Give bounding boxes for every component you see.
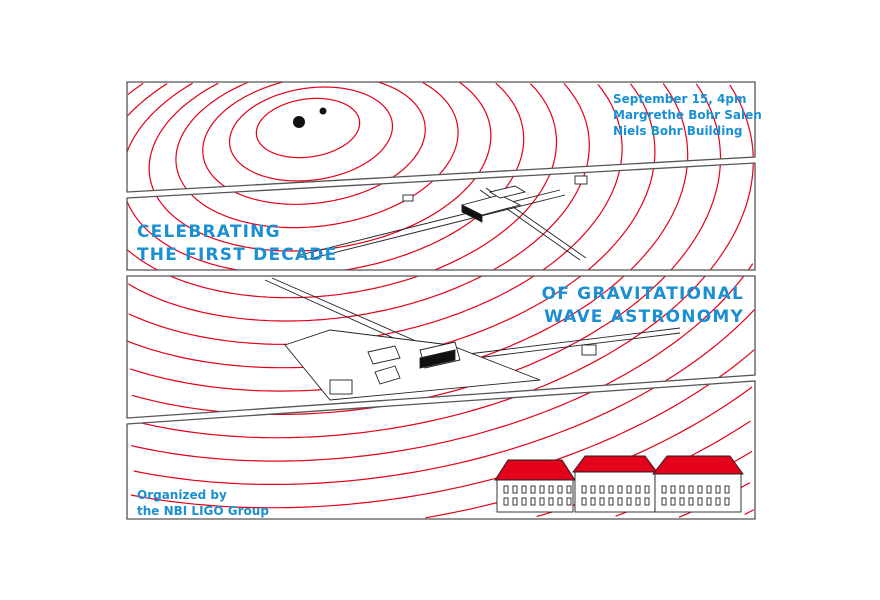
building-window [503,497,509,506]
building-window [512,485,518,494]
wave-ring [255,97,361,159]
wave-ring [744,509,754,516]
wave-ring [148,81,492,252]
building-window [706,485,712,494]
wave-ring [175,81,459,229]
building-window [512,497,518,506]
title-line-2: THE FIRST DECADE [137,245,338,265]
building-window [539,497,545,506]
building-window [566,485,572,494]
event-date-time: September 15, 4pm [613,92,747,106]
building-window [724,497,730,506]
building-window [688,497,694,506]
title-line-3: OF GRAVITATIONAL [541,284,744,304]
building-window [635,497,641,506]
building-window [626,485,632,494]
building-window [697,485,703,494]
event-details: September 15, 4pm Margrethe Bohr Salen N… [613,91,762,139]
observatory-sketch-top [299,175,588,261]
wave-ring [130,263,754,462]
building-window [557,485,563,494]
black-hole-large [293,116,305,128]
building-window [697,497,703,506]
building-window [617,485,623,494]
building-window [626,497,632,506]
wave-ring [130,84,754,439]
building-window [590,485,596,494]
building-window [521,497,527,506]
title-line-1: CELEBRATING [137,222,281,242]
building-window [590,497,596,506]
wave-ring [127,83,656,369]
event-room: Margrethe Bohr Salen [613,108,762,122]
building-window [706,497,712,506]
building-window [670,497,676,506]
building-window [679,497,685,506]
wave-ring [202,81,426,205]
panel-frames [126,81,756,520]
building-window [715,485,721,494]
building-window [644,497,650,506]
title-part-1: CELEBRATING THE FIRST DECADE [137,221,337,267]
title-line-4: WAVE ASTRONOMY [544,307,744,327]
building-window [548,497,554,506]
observatory-sketch-middle [264,277,681,401]
building-window [679,485,685,494]
building-window [688,485,694,494]
niels-bohr-institute-buildings [494,455,744,513]
building-window [581,485,587,494]
building-window [724,485,730,494]
organizer: Organized by the NBI LIGO Group [137,487,269,519]
building-window [635,485,641,494]
building-window [617,497,623,506]
building-window [530,497,536,506]
wave-ring [126,82,525,275]
building-window [661,497,667,506]
building-window [566,497,572,506]
wave-ring [133,309,755,485]
building-window [715,497,721,506]
building-window [599,485,605,494]
building-window [530,485,536,494]
building-window [548,485,554,494]
building-window [608,497,614,506]
wave-ring [128,84,623,346]
building-window [557,497,563,506]
wave-ring [130,349,755,509]
building-window [581,497,587,506]
wave-ring [127,82,590,322]
building-window [608,485,614,494]
building-window [670,485,676,494]
wave-ring [126,83,558,299]
event-building: Niels Bohr Building [613,124,743,138]
title-part-2: OF GRAVITATIONAL WAVE ASTRONOMY [542,283,744,329]
wave-ring [130,83,689,392]
wave-ring [228,86,394,182]
black-hole-small [319,107,327,115]
building-window [661,485,667,494]
organizer-line-1: Organized by [137,488,227,502]
panel-gaps [120,157,760,424]
building-window [539,485,545,494]
organizer-line-2: the NBI LIGO Group [137,504,269,518]
building-window [644,485,650,494]
building-window [599,497,605,506]
building-window [503,485,509,494]
building-window [521,485,527,494]
